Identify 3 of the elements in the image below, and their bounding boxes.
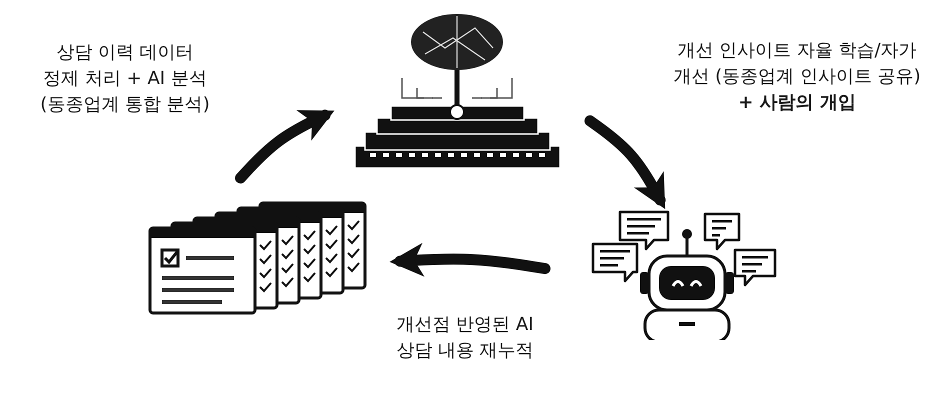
arrow (235, 110, 334, 184)
arrow (390, 242, 550, 277)
arrow (584, 115, 666, 210)
